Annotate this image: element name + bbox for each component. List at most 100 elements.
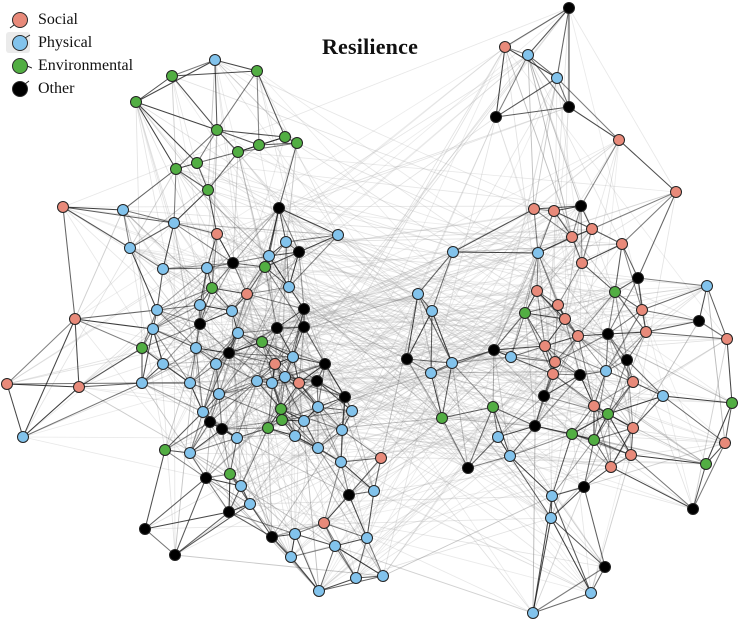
graph-edge: [152, 328, 191, 384]
graph-edge: [493, 210, 555, 351]
graph-edge: [129, 247, 700, 322]
graph-node-physical: [425, 367, 437, 379]
graph-edge: [62, 206, 175, 224]
graph-node-physical: [235, 480, 247, 492]
graph-edge: [340, 461, 375, 492]
graph-edge: [610, 320, 700, 468]
graph-edge: [355, 517, 552, 579]
graph-node-other: [602, 328, 614, 340]
legend: Social Physical Environmental Other: [6, 10, 133, 98]
graph-edge: [607, 333, 634, 383]
graph-node-other: [462, 462, 474, 474]
graph-edge: [135, 101, 198, 164]
graph-edge: [593, 370, 607, 407]
graph-edge: [271, 382, 368, 539]
graph-edge: [292, 356, 469, 469]
graph-edge: [637, 277, 708, 287]
graph-edge: [550, 405, 595, 519]
graph-edge: [303, 326, 453, 364]
graph-node-environmental: [700, 458, 712, 470]
graph-node-social: [576, 257, 588, 269]
graph-edge: [229, 417, 443, 475]
graph-edge: [237, 151, 539, 254]
graph-edge: [62, 206, 131, 249]
graph-edge: [249, 503, 292, 558]
graph-edge: [214, 59, 593, 230]
graph-edge: [724, 402, 733, 444]
graph-edge: [173, 222, 234, 264]
graph-edge: [271, 356, 512, 538]
graph-edge: [271, 142, 298, 384]
graph-edge: [632, 191, 677, 429]
graph-edge: [173, 222, 339, 236]
graph-node-physical: [231, 432, 243, 444]
graph-node-physical: [504, 450, 516, 462]
edge-layer-dark: [6, 7, 733, 614]
graph-edge: [284, 376, 296, 437]
graph-edge: [164, 347, 197, 451]
graph-edge: [564, 318, 733, 404]
graph-edge: [141, 139, 620, 384]
graph-edge: [285, 241, 296, 437]
graph-edge: [292, 356, 443, 419]
graph-node-social: [499, 41, 511, 53]
graph-edge: [706, 285, 726, 444]
graph-edge: [288, 286, 566, 320]
graph-edge: [290, 277, 639, 558]
graph-edge: [509, 413, 609, 457]
graph-edge: [626, 359, 634, 429]
graph-edge: [298, 381, 634, 384]
graph-edge: [152, 328, 346, 398]
graph-edge: [337, 234, 553, 497]
graph-edge: [568, 106, 620, 141]
graph-edge: [229, 437, 238, 475]
graph-edge: [431, 251, 454, 312]
graph-edge: [199, 304, 579, 337]
graph-node-social: [211, 228, 223, 240]
graph-edge: [607, 413, 612, 468]
graph-edge: [318, 433, 573, 592]
graph-edge: [577, 291, 616, 337]
graph-edge: [218, 380, 258, 395]
graph-edge: [209, 380, 258, 423]
graph-edge: [281, 406, 319, 421]
graph-edge: [324, 363, 346, 398]
graph-edge: [509, 425, 536, 457]
graph-edge: [144, 477, 207, 530]
graph-edge: [268, 255, 290, 288]
graph-edge: [527, 54, 694, 510]
graph-edge: [614, 243, 623, 293]
graph-node-physical: [532, 247, 544, 259]
graph-edge: [237, 262, 583, 334]
graph-edge: [316, 380, 694, 510]
graph-edge: [122, 168, 177, 211]
graph-edge: [495, 46, 506, 118]
graph-edge: [317, 228, 593, 408]
graph-edge: [355, 291, 616, 579]
graph-edge: [237, 332, 276, 365]
graph-edge: [298, 251, 556, 363]
graph-node-physical: [701, 280, 713, 292]
graph-edge: [417, 251, 454, 295]
graph-edge: [267, 293, 419, 429]
graph-edge: [406, 358, 469, 469]
graph-edge: [162, 268, 632, 456]
graph-edge: [216, 129, 607, 372]
graph-edge: [271, 320, 700, 384]
graph-edge: [284, 136, 592, 594]
graph-edge: [129, 222, 175, 249]
graph-edge: [22, 436, 207, 479]
graph-edge: [334, 345, 546, 547]
graph-edge: [534, 374, 581, 427]
graph-edge: [162, 293, 419, 365]
graph-edge: [337, 234, 573, 435]
graph-edge: [366, 490, 375, 539]
graph-edge: [271, 429, 343, 538]
graph-edge: [451, 349, 495, 364]
graph-edge: [493, 349, 511, 457]
graph-edge: [337, 234, 595, 441]
graph-node-physical: [226, 305, 238, 317]
graph-edge: [692, 338, 728, 510]
graph-edge: [290, 556, 320, 592]
graph-edge: [237, 326, 305, 334]
